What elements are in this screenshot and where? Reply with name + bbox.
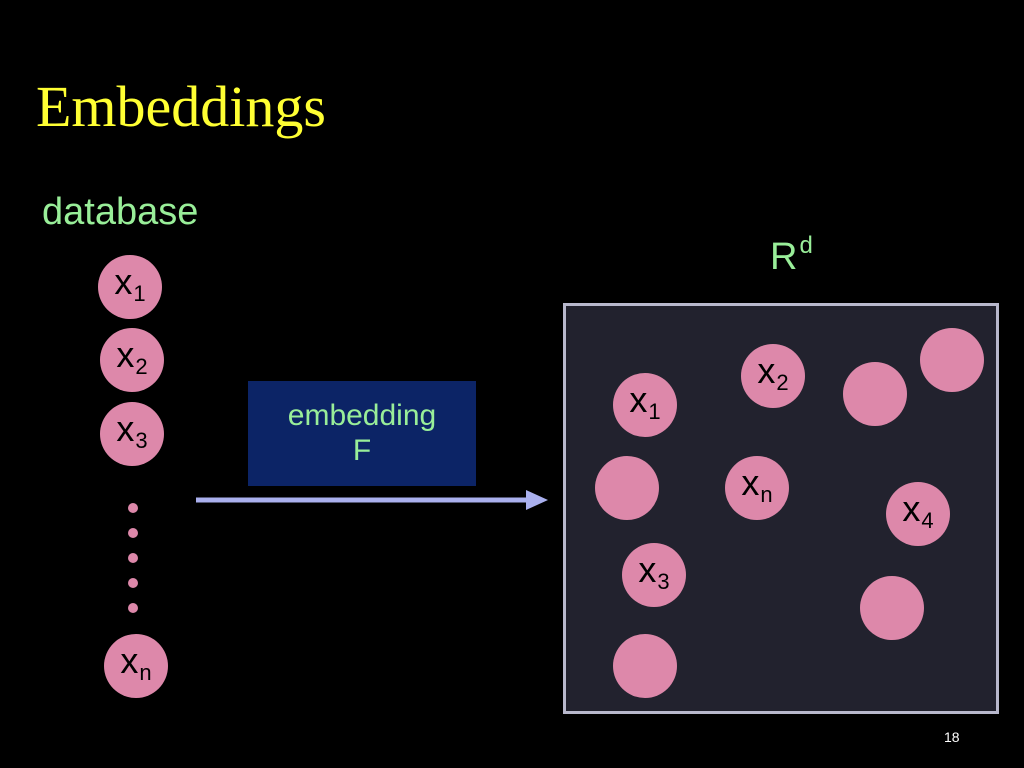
database-item-subscript: 1 [133,281,146,306]
ellipsis-dot [128,603,138,613]
ellipsis-dot [128,553,138,563]
unlabeled-point [595,456,659,520]
embedding-function-name: F [352,433,372,467]
embedded-point-base: x [902,488,921,529]
embedded-point-subscript: 4 [921,508,934,533]
embedded-point-base: x [638,549,657,590]
embedding-label: embedding [287,399,437,432]
database-item-base: x [114,261,133,302]
database-item-base: x [120,640,139,681]
space-label-superscript: d [799,232,813,259]
embedded-point-subscript: 3 [657,569,670,594]
embedded-point-subscript: 2 [776,370,789,395]
database-item-base: x [116,408,135,449]
space-label-base: R [770,236,798,278]
embedded-point-subscript: n [760,482,773,507]
ellipsis-dot [128,528,138,538]
database-label: database [42,191,199,233]
database-item-subscript: 3 [135,428,148,453]
embedded-point-base: x [629,379,648,420]
page-number: 18 [944,729,960,745]
slide-title: Embeddings [36,74,326,139]
embedding-box: embedding F [248,381,476,486]
unlabeled-point [843,362,907,426]
unlabeled-point [920,328,984,392]
unlabeled-point [860,576,924,640]
embedded-point-base: x [741,462,760,503]
mapping-arrow [196,490,548,510]
embedded-point-base: x [757,350,776,391]
ellipsis-dot [128,503,138,513]
embedded-point-subscript: 1 [648,399,661,424]
database-item-base: x [116,334,135,375]
database-item-subscript: n [139,660,152,685]
database-item-subscript: 2 [135,354,148,379]
ellipsis-dot [128,578,138,588]
space-label: Rd [770,234,813,278]
unlabeled-point [613,634,677,698]
arrow-head [526,490,548,510]
